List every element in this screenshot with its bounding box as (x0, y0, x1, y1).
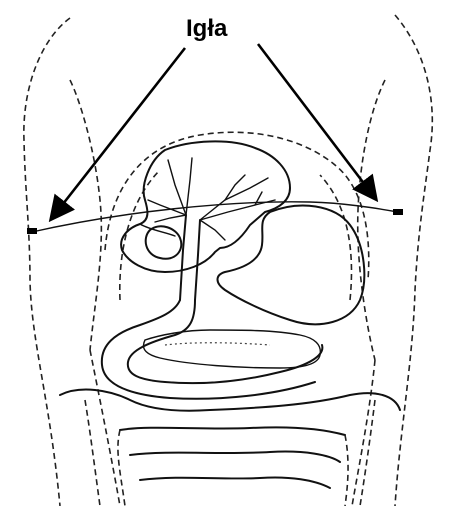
rib-cage (105, 132, 369, 300)
biliary-tree (148, 158, 275, 300)
stomach (218, 206, 365, 325)
gallbladder (146, 226, 182, 258)
intestines (60, 390, 400, 506)
arrow-left (52, 48, 185, 218)
needle-tip-left (27, 228, 37, 234)
arrow-right (258, 44, 375, 198)
liver (121, 141, 290, 272)
needle-tip-right (393, 209, 403, 215)
needle-label: Igła (186, 15, 228, 42)
label-arrows (52, 44, 375, 218)
duodenum (102, 300, 323, 399)
